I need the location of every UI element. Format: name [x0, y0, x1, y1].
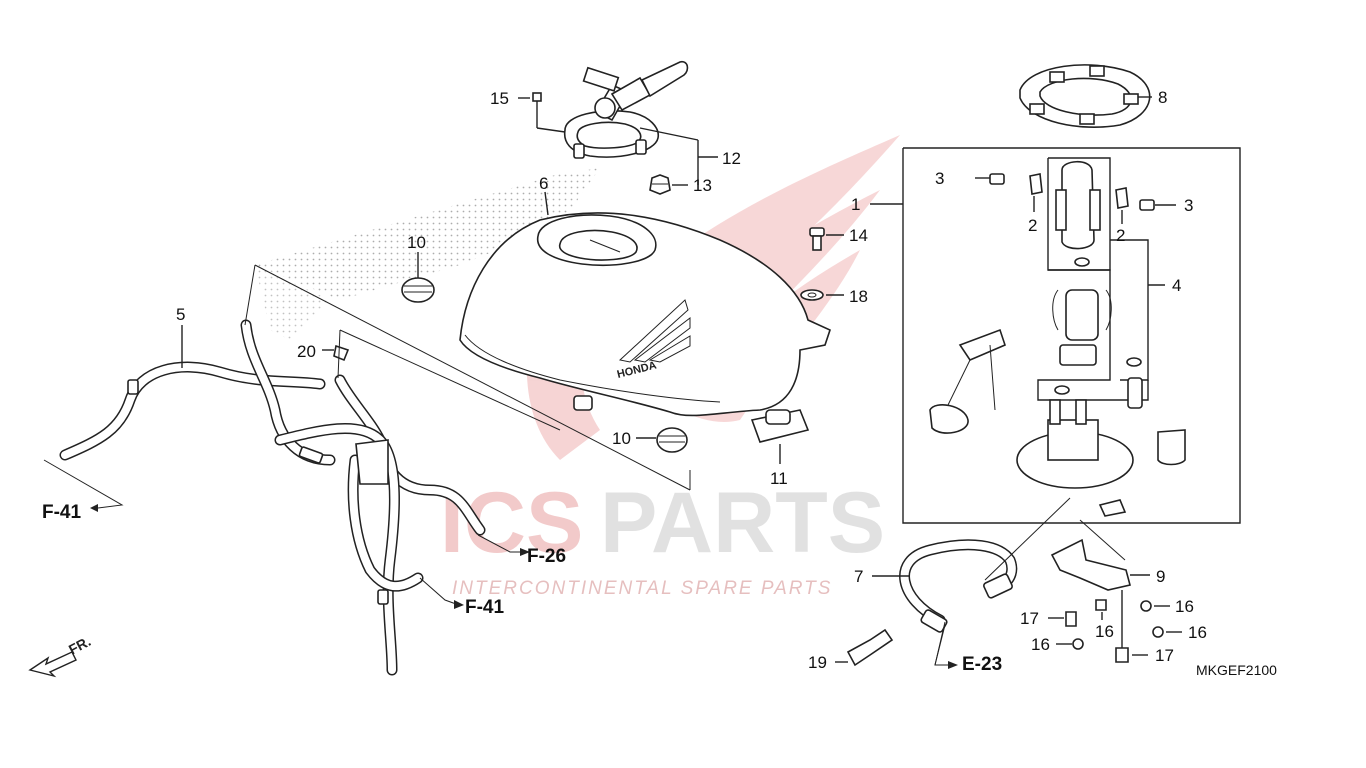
- callout-6[interactable]: 6: [539, 174, 548, 193]
- callout-2-right[interactable]: 2: [1116, 226, 1125, 245]
- filter-clip-right[interactable]: [1115, 187, 1129, 209]
- callout-9[interactable]: 9: [1156, 567, 1165, 586]
- reference-arrows: [43, 459, 958, 669]
- callout-leaders: [181, 96, 1182, 663]
- tank-bracket[interactable]: [750, 409, 810, 464]
- callout-12[interactable]: 12: [722, 149, 741, 168]
- projection-shading: [255, 168, 600, 300]
- pump-screw-right[interactable]: [1139, 199, 1155, 211]
- callout-16-middle[interactable]: 16: [1095, 622, 1114, 641]
- callout-19[interactable]: 19: [808, 653, 827, 672]
- callout-11[interactable]: 11: [770, 469, 788, 488]
- callout-8[interactable]: 8: [1158, 88, 1167, 107]
- diagram-code: MKGEF2100: [1196, 662, 1277, 678]
- callout-16-bottom-left[interactable]: 16: [1031, 635, 1050, 654]
- watermark-brand-parts: PARTS: [600, 475, 885, 571]
- callout-10-lower[interactable]: 10: [612, 429, 631, 448]
- reference-e23[interactable]: E-23: [962, 654, 1002, 675]
- callout-numbers: 15 12 13 6 10 5 20 10 11 14 18 8 1 3 2 2…: [176, 88, 1207, 672]
- callout-3-right[interactable]: 3: [1184, 196, 1193, 215]
- fuel-pump-cap[interactable]: [1157, 429, 1186, 466]
- callout-18[interactable]: 18: [849, 287, 868, 306]
- pressure-regulator[interactable]: [1127, 377, 1143, 409]
- callout-16-lower-right[interactable]: 16: [1188, 623, 1207, 642]
- callout-20[interactable]: 20: [297, 342, 316, 361]
- callout-2-left[interactable]: 2: [1028, 216, 1037, 235]
- reference-f41-left[interactable]: F-41: [42, 502, 82, 523]
- callout-14[interactable]: 14: [849, 226, 868, 245]
- fuel-cap-assembly[interactable]: [563, 60, 689, 159]
- fasteners[interactable]: [1065, 599, 1164, 663]
- projection-shading-lower: [255, 265, 330, 340]
- fuel-pump-base-flange[interactable]: [1016, 399, 1134, 517]
- callout-15[interactable]: 15: [490, 89, 509, 108]
- callout-4[interactable]: 4: [1172, 276, 1181, 295]
- fuel-filter[interactable]: [1055, 160, 1101, 267]
- fuel-level-sensor[interactable]: [929, 328, 1006, 434]
- fuel-feed-hose[interactable]: [899, 539, 1018, 633]
- reference-f41-lower[interactable]: F-41: [465, 597, 505, 618]
- reference-f26[interactable]: F-26: [527, 546, 566, 567]
- callout-17-right[interactable]: 17: [1155, 646, 1174, 665]
- tank-washer[interactable]: [800, 289, 824, 301]
- callout-10-upper[interactable]: 10: [407, 233, 426, 252]
- tank-bolt[interactable]: [809, 227, 825, 251]
- front-direction-marker: FR.: [28, 633, 93, 678]
- reference-labels: F-41 F-26 F-41 E-23: [42, 502, 1002, 675]
- callout-17-left[interactable]: 17: [1020, 609, 1039, 628]
- breather-hose-assembly[interactable]: [59, 319, 486, 676]
- projection-lines: [244, 264, 691, 491]
- callout-7[interactable]: 7: [854, 567, 863, 586]
- watermark-tagline: INTERCONTINENTAL SPARE PARTS: [452, 578, 832, 599]
- tank-cushion-upper[interactable]: [401, 277, 435, 303]
- fuel-pump-motor[interactable]: [1052, 289, 1142, 395]
- cap-nut[interactable]: [649, 174, 671, 195]
- hose-clip[interactable]: [333, 344, 350, 362]
- callout-16-upper-right[interactable]: 16: [1175, 597, 1194, 616]
- callout-3-left[interactable]: 3: [935, 169, 944, 188]
- pump-screw-left[interactable]: [975, 173, 1005, 185]
- cap-screw[interactable]: [532, 92, 542, 128]
- tank-cushion-lower[interactable]: [656, 427, 688, 453]
- fuel-pump-setting-plate[interactable]: [1019, 64, 1151, 128]
- filter-clip-left[interactable]: [1029, 173, 1043, 195]
- callout-1[interactable]: 1: [851, 195, 860, 214]
- fuel-tank[interactable]: HONDA: [459, 212, 831, 417]
- hose-retaining-clip[interactable]: [846, 628, 894, 667]
- callout-5[interactable]: 5: [176, 305, 185, 324]
- callout-13[interactable]: 13: [693, 176, 712, 195]
- fuel-pump-assembly-frame: [902, 147, 1241, 524]
- watermark-brand-ics: ICS: [440, 475, 583, 571]
- pump-wire-bracket[interactable]: [1050, 538, 1131, 591]
